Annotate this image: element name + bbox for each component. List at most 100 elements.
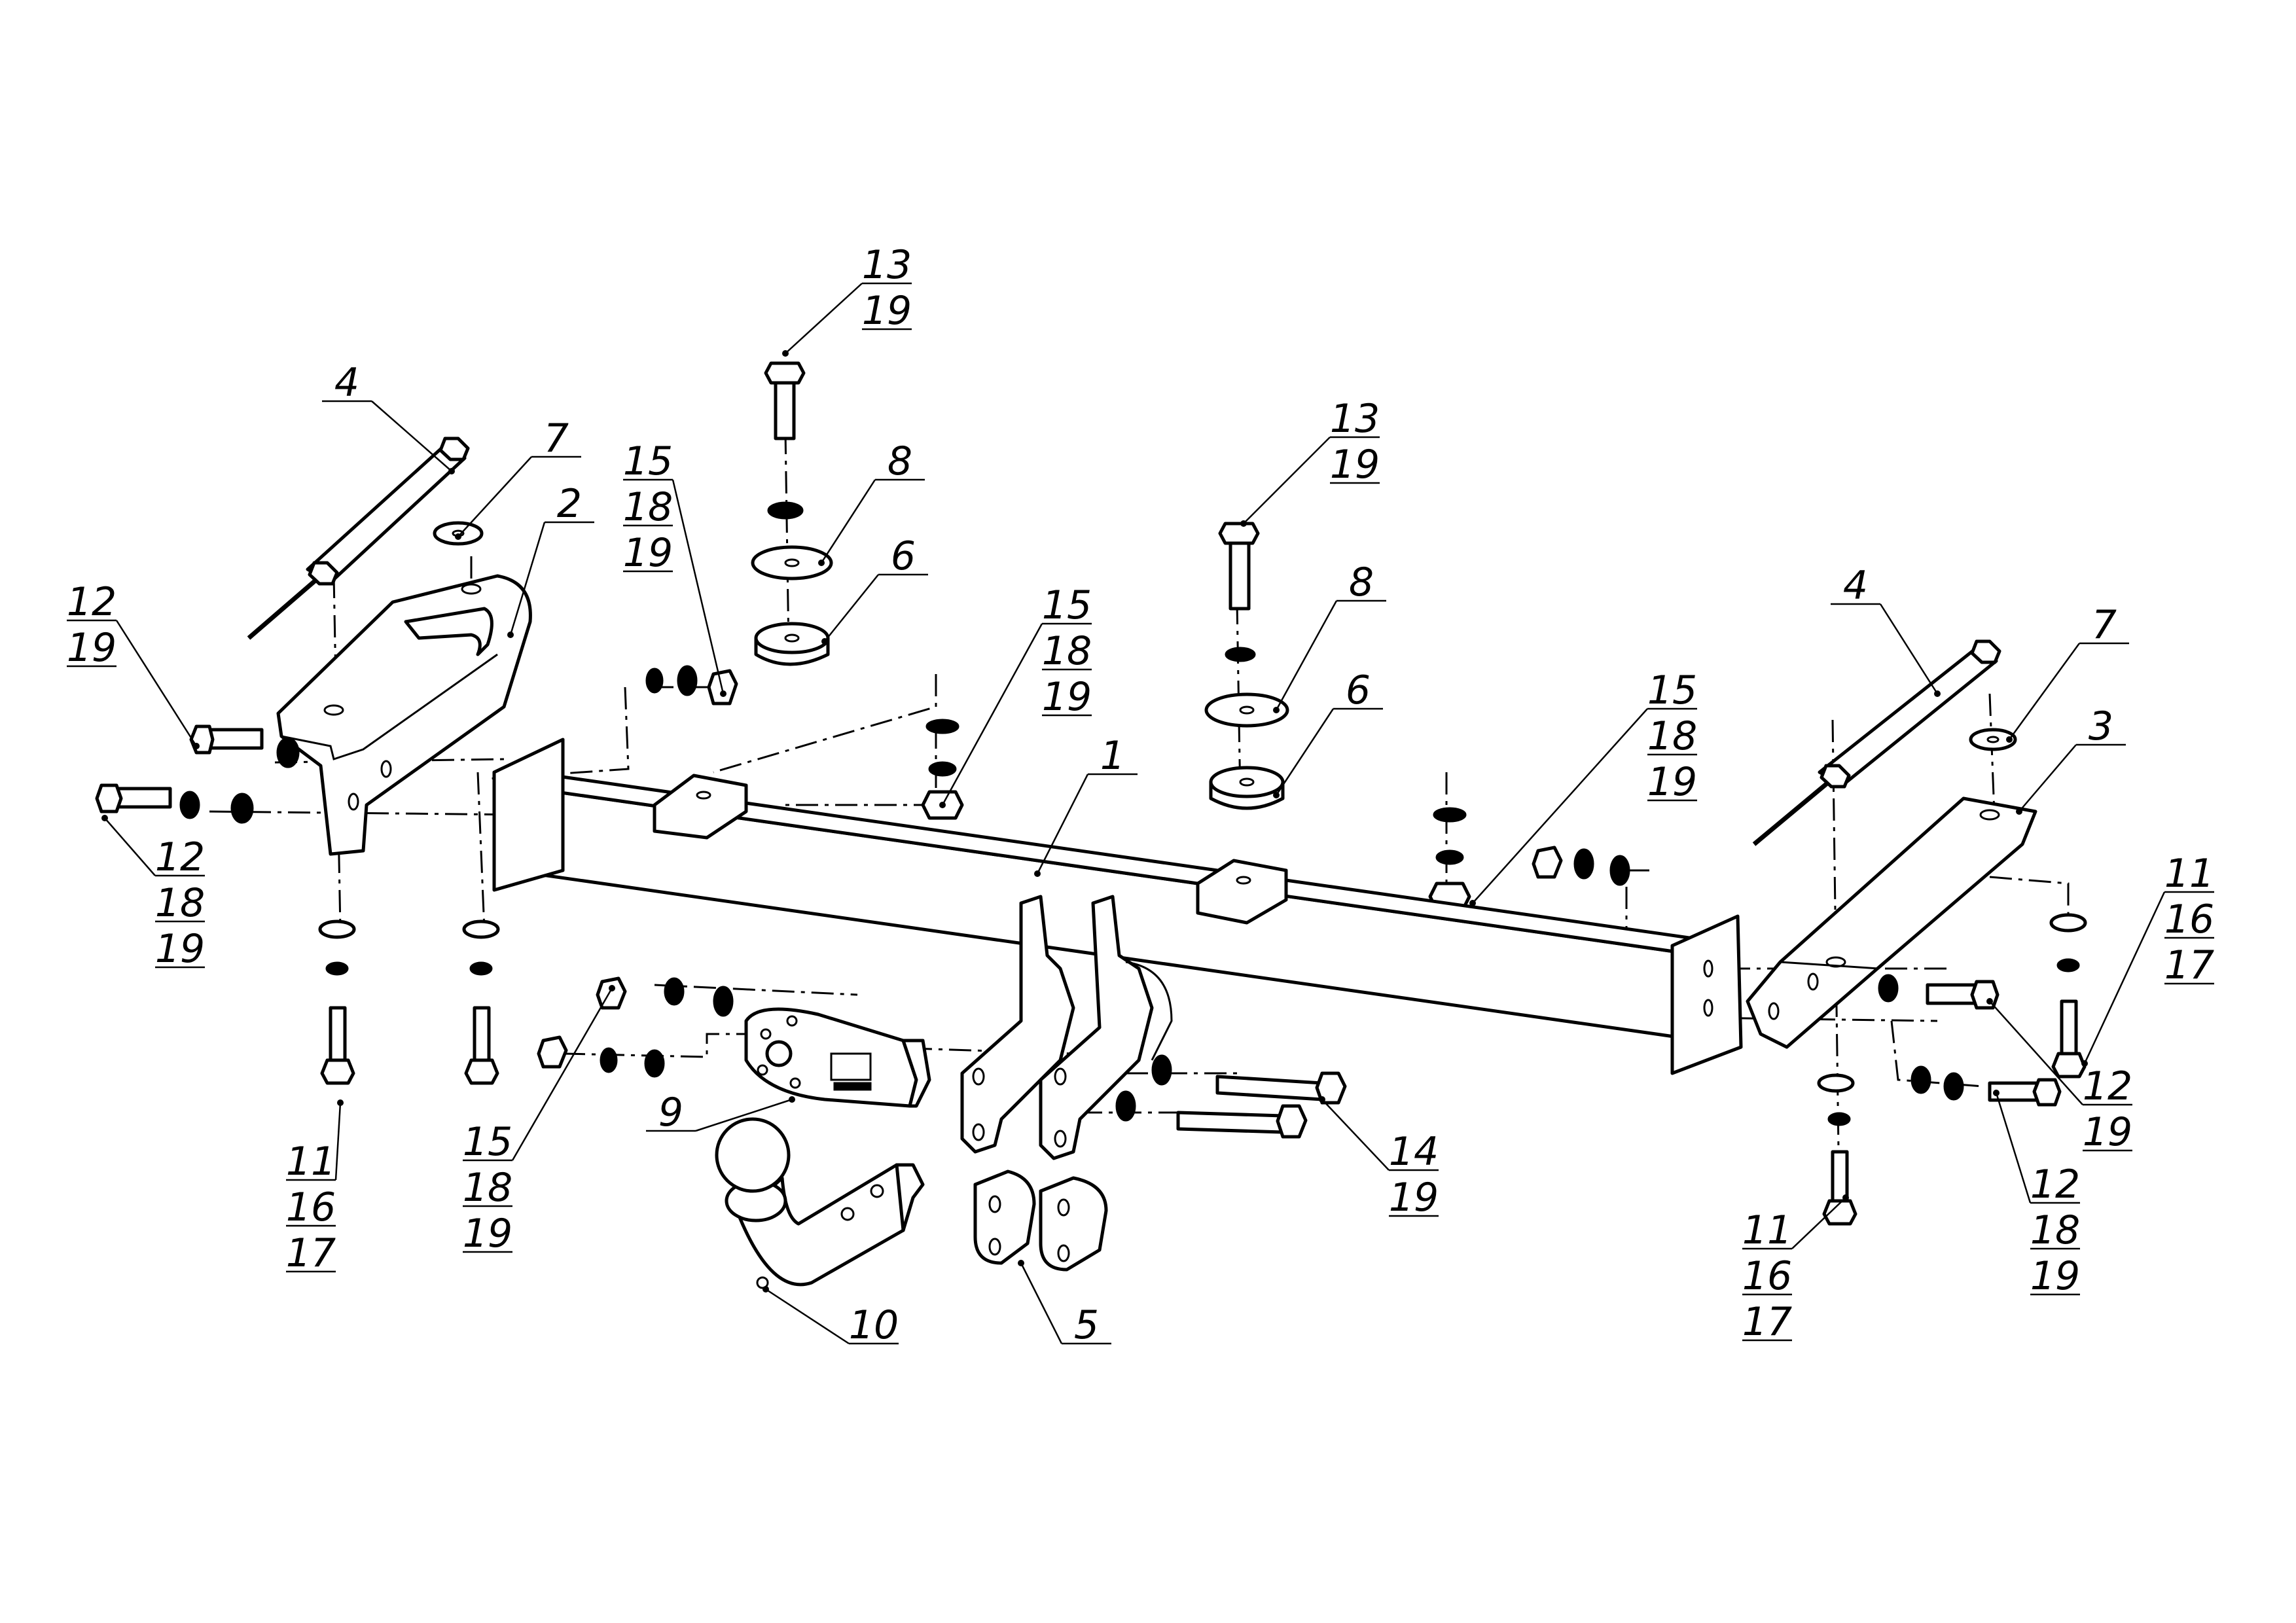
callout-c6b: 6 <box>1273 668 1383 798</box>
callout-dot <box>507 632 514 638</box>
callout-number: 11 <box>286 1139 336 1185</box>
callout-number: 16 <box>286 1185 336 1230</box>
callout-dot <box>101 815 108 821</box>
callout-dot <box>720 690 726 697</box>
callout-c7L: 7 <box>455 416 581 540</box>
callout-leader <box>2083 891 2166 1064</box>
callout-leader <box>785 283 863 354</box>
callout-number: 7 <box>2092 602 2117 648</box>
callout-leader <box>115 620 198 747</box>
callout-number: 11 <box>2164 851 2214 897</box>
callout-dot <box>193 743 200 749</box>
callout-number: 14 <box>1389 1129 1439 1175</box>
callout-number: 12 <box>67 579 117 625</box>
callout-number: 19 <box>155 926 205 972</box>
callout-number: 19 <box>1042 674 1092 720</box>
callout-number: 6 <box>891 533 916 579</box>
callout-dot <box>821 638 828 645</box>
callout-dot <box>2006 736 2013 743</box>
long-bolts <box>1115 1054 1347 1139</box>
center-right-hardware <box>921 522 1630 912</box>
callout-number: 12 <box>2083 1063 2132 1109</box>
callout-c3: 3 <box>2016 704 2126 815</box>
callout-dot <box>762 1286 769 1293</box>
callout-dot <box>939 802 946 808</box>
callout-number: 18 <box>1042 628 1092 674</box>
callout-leader <box>457 456 532 537</box>
callout-c10: 10 <box>762 1286 899 1348</box>
callout-leader <box>765 1288 850 1345</box>
callout-number: 19 <box>2030 1253 2080 1299</box>
left-side-bracket <box>276 574 532 856</box>
callout-number: 18 <box>623 484 673 530</box>
callout-leader <box>1989 1001 2083 1105</box>
callout-number: 10 <box>849 1302 899 1348</box>
callout-number: 8 <box>1349 560 1374 605</box>
callout-dot <box>789 1096 795 1103</box>
left-strap <box>247 437 470 640</box>
callout-leader <box>1879 603 1939 694</box>
callout-leader <box>509 522 546 635</box>
callout-leader <box>941 623 1043 806</box>
callout-dot <box>2081 1060 2088 1067</box>
callout-c6a: 6 <box>821 533 928 645</box>
callout-number: 4 <box>1843 563 1868 609</box>
callout-number: 16 <box>2164 897 2214 942</box>
callout-number: 1 <box>1100 733 1125 779</box>
vertical-hangers <box>960 895 1173 1160</box>
callout-number: 13 <box>862 242 912 288</box>
callout-dot <box>1469 900 1476 906</box>
callout-dot <box>609 985 615 991</box>
callout-c4L: 4 <box>322 360 455 474</box>
callout-number: 8 <box>888 438 912 484</box>
callout-number: 3 <box>2089 704 2113 749</box>
callout-number: 15 <box>1042 582 1092 628</box>
callout-leader <box>672 479 725 694</box>
callout-leader <box>1275 600 1338 711</box>
callout-number: 7 <box>544 416 569 461</box>
callout-number: 6 <box>1346 668 1371 713</box>
callout-number: 15 <box>623 438 673 484</box>
callout-dot <box>1240 520 1247 527</box>
callout-leader <box>104 817 156 876</box>
callout-number: 15 <box>1647 668 1697 713</box>
callout-leader <box>820 479 876 563</box>
callout-dot <box>337 1099 344 1106</box>
callout-c8a: 8 <box>818 438 925 566</box>
callout-number: 17 <box>2164 942 2214 988</box>
callout-leader <box>1036 774 1089 874</box>
callout-c8b: 8 <box>1273 560 1386 713</box>
callout-leader <box>1020 1262 1063 1344</box>
callout-dot <box>1034 870 1041 877</box>
socket-hardware <box>537 976 734 1078</box>
callout-number: 12 <box>2030 1162 2080 1207</box>
callout-leader <box>1321 1099 1390 1171</box>
callout-dot <box>1273 792 1280 798</box>
callout-number: 15 <box>463 1119 512 1165</box>
right-strap <box>1752 639 2017 846</box>
callout-number: 18 <box>463 1165 512 1211</box>
callout-c2: 2 <box>507 481 594 638</box>
callout-dot <box>1018 1260 1024 1266</box>
spacer-plates <box>973 1169 1108 1272</box>
callout-number: 19 <box>67 625 117 671</box>
callout-leader <box>1995 1092 2032 1204</box>
callout-leader <box>1472 708 1648 904</box>
callout-leader <box>1275 708 1335 796</box>
socket-plate <box>744 1007 931 1108</box>
callout-dot <box>1273 707 1280 713</box>
callout-number: 18 <box>2030 1207 2080 1253</box>
callout-number: 19 <box>1389 1175 1439 1221</box>
callout-leader <box>334 1102 342 1181</box>
callout-number: 19 <box>1647 759 1697 805</box>
